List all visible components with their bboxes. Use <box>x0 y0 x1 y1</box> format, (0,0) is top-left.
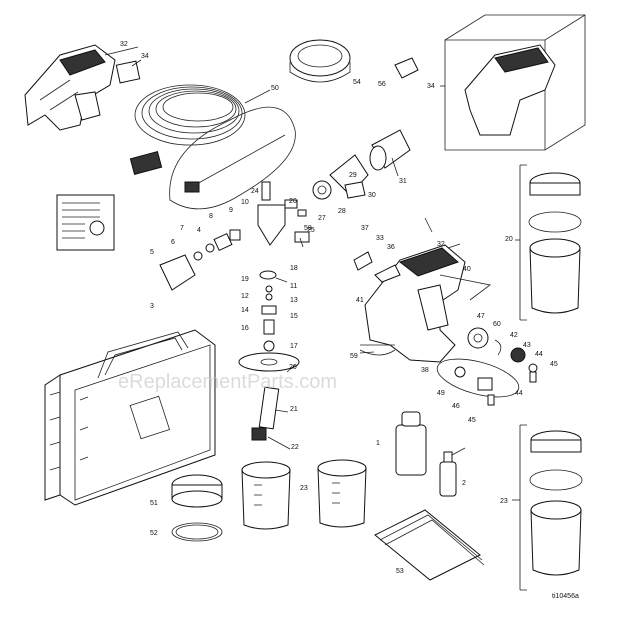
cap-illustration <box>171 474 223 508</box>
part-label-60: 60 <box>493 321 501 328</box>
part-label-7: 7 <box>180 225 184 232</box>
part-label-44-mid: 44 <box>515 390 523 397</box>
part-label-31: 31 <box>399 178 407 185</box>
part-label-50: 50 <box>271 85 279 92</box>
part-label-27: 27 <box>318 215 326 222</box>
part-label-21: 21 <box>290 406 298 413</box>
pump-assembly-illustration <box>312 154 369 200</box>
part-label-10: 10 <box>241 199 249 206</box>
extension-wand-group <box>169 106 296 210</box>
part-label-4: 4 <box>197 227 201 234</box>
right-side-small-parts <box>467 327 538 383</box>
part-label-30: 30 <box>368 192 376 199</box>
part-label-13: 13 <box>290 297 298 304</box>
part-label-17: 17 <box>290 343 298 350</box>
part-label-20-right: 20 <box>505 236 513 243</box>
part-label-24: 24 <box>251 188 259 195</box>
part-label-32-mid: 32 <box>437 241 445 248</box>
part-label-19: 19 <box>241 276 249 283</box>
part-label-23-right: 23 <box>500 498 508 505</box>
part-number-labels: 32 34 50 54 56 34 31 29 30 28 24 26 27 1… <box>120 41 558 575</box>
part-label-9: 9 <box>229 207 233 214</box>
gasket-illustration <box>171 522 223 542</box>
part-label-34-top: 34 <box>141 53 149 60</box>
part-label-52: 52 <box>150 530 158 537</box>
intake-stack-illustration <box>238 270 300 441</box>
part-label-49: 49 <box>437 390 445 397</box>
part-label-34-box: 34 <box>427 83 435 90</box>
part-label-26: 26 <box>289 198 297 205</box>
valve-assembly-illustration <box>257 181 310 246</box>
filter-pad-illustration <box>115 60 141 84</box>
bottle-1-illustration <box>395 411 427 476</box>
part-label-44-top: 44 <box>535 351 543 358</box>
part-label-25: 25 <box>307 227 315 234</box>
carrying-case-illustration <box>44 329 216 506</box>
part-label-54: 54 <box>353 79 361 86</box>
part-label-5: 5 <box>150 249 154 256</box>
part-label-58: 58 <box>304 225 312 232</box>
part-label-33: 33 <box>376 235 384 242</box>
part-label-14: 14 <box>241 307 249 314</box>
spray-tip-chain-illustration <box>159 229 241 291</box>
bottle-2-illustration <box>439 447 466 497</box>
motor-illustration <box>369 129 411 171</box>
part-label-42: 42 <box>510 332 518 339</box>
part-label-59: 59 <box>350 353 358 360</box>
drawing-code: ti10456a <box>552 593 579 600</box>
part-label-16: 16 <box>241 325 249 332</box>
tape-roll-illustration <box>289 39 351 83</box>
part-label-45-mid: 45 <box>468 417 476 424</box>
part-label-6: 6 <box>171 239 175 246</box>
part-label-11: 11 <box>290 283 297 290</box>
part-label-36: 36 <box>387 244 395 251</box>
hose-coil-illustration <box>129 84 246 175</box>
part-label-43: 43 <box>523 342 531 349</box>
cup-kit-box-bottom <box>519 424 583 591</box>
part-label-23-mid: 23 <box>300 485 308 492</box>
part-label-38: 38 <box>421 367 429 374</box>
instruction-sheets-illustration <box>374 509 485 581</box>
part-label-40: 40 <box>463 266 471 273</box>
part-label-8: 8 <box>209 213 213 220</box>
flushing-assembly-illustration <box>436 358 520 406</box>
main-sprayer-body-illustration <box>353 244 491 363</box>
part-label-1: 1 <box>376 440 380 447</box>
part-label-15: 15 <box>290 313 298 320</box>
watermark-text: eReplacementParts.com <box>118 371 337 393</box>
part-label-12: 12 <box>241 293 249 300</box>
boxed-sprayer-illustration <box>444 14 586 151</box>
part-label-18: 18 <box>290 265 298 272</box>
part-label-56: 56 <box>378 81 386 88</box>
spray-gun-illustration-top-left <box>24 44 116 131</box>
warning-label-card <box>56 194 115 251</box>
part-label-46: 46 <box>452 403 460 410</box>
cup-kit-box-top <box>519 164 582 321</box>
clip-illustration <box>394 57 419 79</box>
part-label-37: 37 <box>361 225 369 232</box>
cup-23-right-illustration <box>317 459 367 528</box>
part-label-2: 2 <box>462 480 466 487</box>
part-label-20-mid: 20 <box>289 364 297 371</box>
cup-23-left-illustration <box>241 461 291 530</box>
part-label-3: 3 <box>150 303 154 310</box>
part-label-51: 51 <box>150 500 158 507</box>
part-label-32-top: 32 <box>120 41 128 48</box>
part-label-41: 41 <box>356 297 364 304</box>
part-label-47: 47 <box>477 313 485 320</box>
part-label-45-top: 45 <box>550 361 558 368</box>
part-label-53: 53 <box>396 568 404 575</box>
part-label-22: 22 <box>291 444 299 451</box>
part-label-28: 28 <box>338 208 346 215</box>
part-label-29: 29 <box>349 172 357 179</box>
leader-lines <box>104 46 520 501</box>
